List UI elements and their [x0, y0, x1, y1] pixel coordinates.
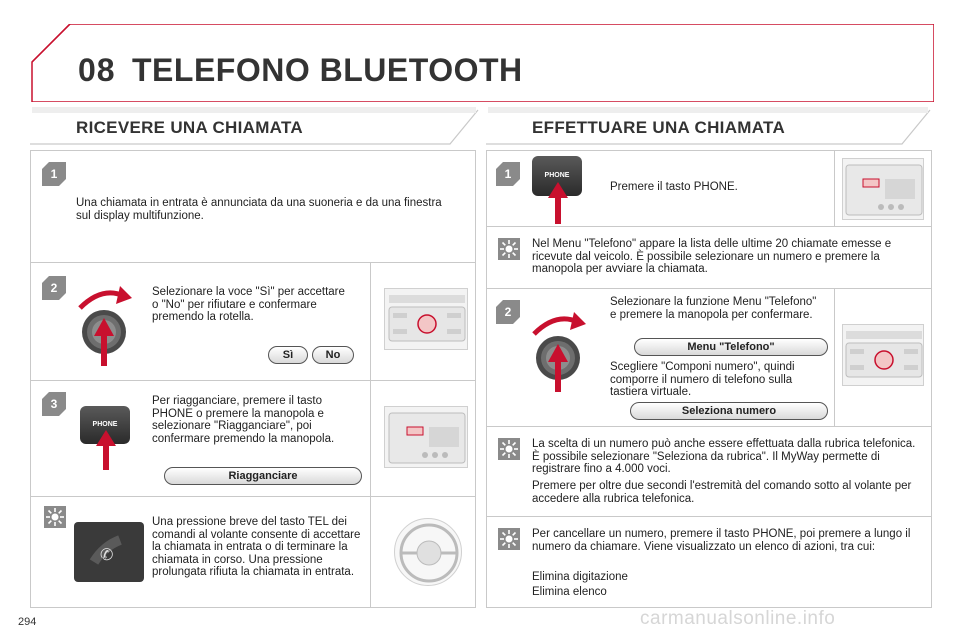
step-badge-right-1: 1 — [496, 162, 520, 186]
step-badge-left-1: 1 — [42, 162, 66, 186]
no-button[interactable]: No — [312, 346, 354, 364]
right-tip1-text: Nel Menu "Telefono" appare la lista dell… — [532, 238, 892, 275]
right-row-separator-3 — [486, 426, 932, 427]
console-knob-photo-right — [842, 324, 924, 386]
chapter-title: TELEFONO BLUETOOTH — [132, 52, 523, 88]
right-row-separator-1 — [486, 226, 932, 227]
console-phone-photo-right — [842, 158, 924, 220]
tip-light-icon — [44, 506, 66, 528]
right-image-column-separator-1 — [834, 150, 835, 226]
right-step2-text1: Selezionare la funzione Menu "Telefono" … — [610, 296, 817, 321]
hang-up-option[interactable]: Riagganciare — [164, 467, 362, 485]
right-tip3-item1: Elimina digitazione — [532, 571, 628, 583]
chapter-header-band — [31, 24, 934, 102]
tip-light-icon — [498, 438, 520, 460]
right-section-bar — [486, 107, 931, 145]
right-section-title: EFFETTUARE UNA CHIAMATA — [532, 118, 786, 137]
step-badge-left-3: 3 — [42, 392, 66, 416]
chapter-number: 08 — [78, 52, 116, 88]
left-image-column-separator — [370, 262, 371, 608]
press-arrow-icon-right — [548, 182, 568, 224]
left-row-separator-2 — [30, 380, 476, 381]
right-tip3-paragraph: Per cancellare un numero, premere il tas… — [532, 528, 911, 553]
left-section-bar — [30, 107, 479, 145]
right-tip2-paragraph1: La scelta di un numero può anche essere … — [532, 438, 916, 475]
page-number: 294 — [18, 616, 37, 628]
left-tip-text: Una pressione breve del tasto TEL dei co… — [152, 516, 361, 578]
left-row-separator-3 — [30, 496, 476, 497]
right-tip3-item2: Elimina elenco — [532, 586, 607, 598]
step-badge-left-2: 2 — [42, 276, 66, 300]
tip-light-icon — [498, 528, 520, 550]
left-step2-text: Selezionare la voce "Sì" per accettare o… — [152, 286, 345, 323]
svg-text:✆: ✆ — [100, 545, 113, 564]
console-knob-photo — [384, 288, 468, 350]
left-step3-text: Per riagganciare, premere il tasto PHONE… — [152, 395, 335, 445]
right-tip2-paragraph2: Premere per oltre due secondi l'estremit… — [532, 480, 912, 505]
right-row-separator-4 — [486, 516, 932, 517]
rotary-knob-press-icon — [78, 286, 132, 366]
left-step1-text: Una chiamata in entrata è annunciata da … — [76, 197, 442, 222]
right-image-column-separator-2 — [834, 288, 835, 426]
steering-wheel-photo — [394, 518, 462, 586]
watermark: carmanualsonline.info — [640, 608, 836, 629]
phone-button-icon-right[interactable]: PHONE — [532, 156, 582, 196]
yes-button[interactable]: Sì — [268, 346, 308, 364]
rotary-knob-press-icon-right — [532, 312, 586, 392]
left-section-title: RICEVERE UNA CHIAMATA — [76, 118, 303, 137]
handset-icon: ✆ — [89, 535, 122, 565]
console-illustration — [388, 295, 466, 342]
right-row-separator-2 — [486, 288, 932, 289]
right-step1-text: Premere il tasto PHONE. — [610, 181, 738, 193]
seleziona-numero-option[interactable]: Seleziona numero — [630, 402, 828, 420]
left-row-separator-1 — [30, 262, 476, 263]
badge-shape — [42, 162, 66, 186]
menu-telefono-option[interactable]: Menu "Telefono" — [634, 338, 828, 356]
phone-button-icon[interactable]: PHONE — [80, 406, 130, 444]
step-badge-right-2: 2 — [496, 300, 520, 324]
press-arrow-icon — [96, 430, 116, 470]
steering-tel-button-photo: ✆ — [74, 522, 144, 582]
console-phone-photo — [384, 406, 468, 468]
tip-light-icon — [498, 238, 520, 260]
right-step2-text2: Scegliere "Componi numero", quindi compo… — [610, 361, 795, 398]
